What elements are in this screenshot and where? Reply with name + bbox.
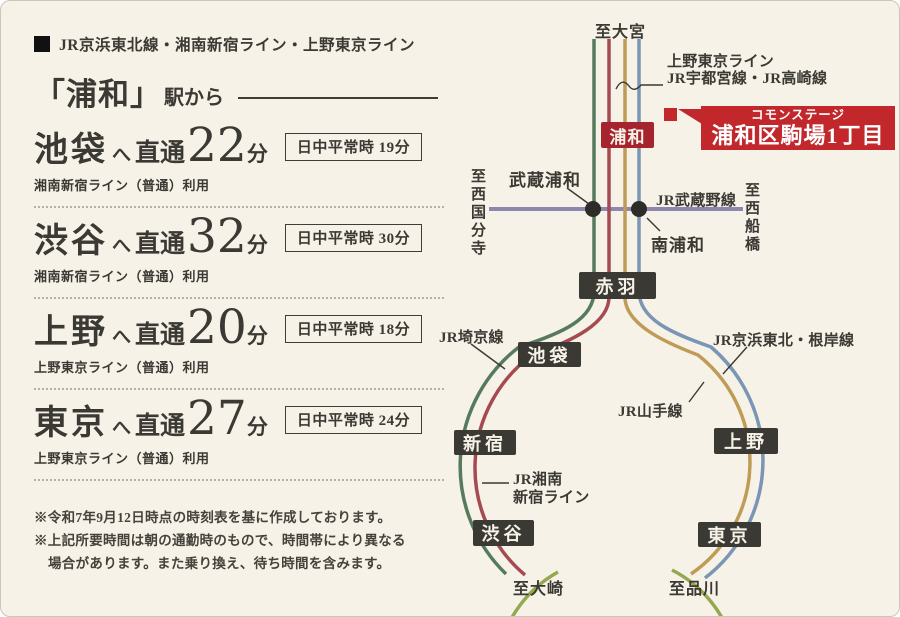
station-box-ueno: 上野 <box>714 428 778 454</box>
station-box-shinjuku: 新宿 <box>454 430 516 455</box>
route-row-shibuya: 渋谷 へ 直通 32 分 日中平常時 30分 湘南新宿ライン（普通）利用 <box>34 213 444 299</box>
saikyo-label-pointer <box>470 343 506 370</box>
route-station: 東京 <box>34 405 108 442</box>
daytime-badge: 日中平常時 30分 <box>284 223 423 252</box>
callout-name: 浦和区駒場1丁目 <box>711 122 885 148</box>
route-minutes-unit: 分 <box>246 324 268 348</box>
route-line-used: 湘南新宿ライン（普通）利用 <box>34 269 210 284</box>
route-line-used: 上野東京ライン（普通）利用 <box>34 360 210 375</box>
dest-osaki: 至大崎 <box>513 581 565 598</box>
panel-header: JR京浜東北線・湘南新宿ライン・上野東京ライン <box>34 33 444 55</box>
station-box-ikebukuro: 池袋 <box>518 342 581 367</box>
station-name-urawa: 「浦和」 <box>34 77 162 112</box>
musashino-line-label: JR武蔵野線 <box>656 193 737 209</box>
route-direct-label: 直通 <box>135 140 186 167</box>
shonan-shinjuku-label-1: JR湘南 <box>513 472 563 488</box>
route-station: 渋谷 <box>34 223 108 260</box>
route-direct-label: 直通 <box>135 231 186 258</box>
dotted-divider <box>34 297 444 299</box>
route-row-ueno: 上野 へ 直通 20 分 日中平常時 18分 上野東京ライン（普通）利用 <box>34 304 444 390</box>
keihin-label-pointer <box>722 346 748 375</box>
footnote-line: ※上記所要時間は朝の通勤時のもので、時間帯により異なる <box>34 532 406 548</box>
route-list: 池袋 へ 直通 22 分 日中平常時 19分 湘南新宿ライン（普通）利用 渋谷 … <box>34 122 444 481</box>
dotted-divider <box>34 206 444 208</box>
station-box-urawa: 浦和 <box>601 122 654 148</box>
line-brace-icon <box>615 81 663 90</box>
route-particle: へ <box>112 236 132 257</box>
route-particle: へ <box>112 145 132 166</box>
daytime-badge: 日中平常時 24分 <box>284 405 423 434</box>
route-direct-label: 直通 <box>135 322 186 349</box>
property-marker-icon <box>664 108 677 121</box>
property-callout: コモンステージ 浦和区駒場1丁目 <box>678 106 895 150</box>
dest-shinagawa: 至品川 <box>669 581 721 598</box>
route-line-used: 湘南新宿ライン（普通）利用 <box>34 178 210 193</box>
callout-pointer-icon <box>678 109 702 124</box>
route-minutes-unit: 分 <box>246 142 268 166</box>
route-row-tokyo: 東京 へ 直通 27 分 日中平常時 24分 上野東京ライン（普通）利用 <box>34 395 444 481</box>
dest-nishifunabashi: 至西船橋 <box>743 182 759 254</box>
shonan-shinjuku-label-2: 新宿ライン <box>513 490 590 506</box>
musashi-urawa-dot <box>585 201 601 217</box>
footnote-line: 場合があります。また乗り換え、待ち時間を含みます。 <box>48 555 391 571</box>
route-minutes: 22 <box>187 118 247 173</box>
dest-nishikokubunji: 至西国分寺 <box>469 168 485 258</box>
from-station-title: 「浦和」 駅から <box>34 69 444 114</box>
keihin-tohoku-negishi-label: JR京浜東北・根岸線 <box>713 333 855 349</box>
saikyo-line-label: JR埼京線 <box>439 330 504 346</box>
yamanote-label-pointer <box>688 381 705 403</box>
daytime-badge: 日中平常時 18分 <box>284 314 423 343</box>
bullet-square-icon <box>34 36 50 52</box>
title-rule <box>238 96 438 99</box>
route-station: 上野 <box>34 314 108 351</box>
route-minutes-unit: 分 <box>246 415 268 439</box>
route-particle: へ <box>112 327 132 348</box>
route-station: 池袋 <box>34 132 108 169</box>
route-minutes: 32 <box>187 209 247 264</box>
footnote-line: ※令和7年9月12日時点の時刻表を基に作成しております。 <box>34 510 392 525</box>
minami-urawa-dot <box>631 201 647 217</box>
route-direct-label: 直通 <box>135 413 186 440</box>
callout-brand: コモンステージ <box>750 108 845 123</box>
station-box-akabane: 赤羽 <box>579 272 656 299</box>
station-label-musashi-urawa: 武蔵浦和 <box>509 171 581 190</box>
route-minutes: 27 <box>187 391 247 446</box>
access-panel: JR京浜東北線・湘南新宿ライン・上野東京ライン 「浦和」 駅から 池袋 へ 直通… <box>34 1 444 576</box>
line-names-title: JR京浜東北線・湘南新宿ライン・上野東京ライン <box>59 37 415 54</box>
yamanote-line-label: JR山手線 <box>618 404 683 420</box>
route-row-ikebukuro: 池袋 へ 直通 22 分 日中平常時 19分 湘南新宿ライン（普通）利用 <box>34 122 444 208</box>
dest-omiya: 至大宮 <box>595 24 647 41</box>
dotted-divider <box>34 479 444 481</box>
route-minutes: 20 <box>187 300 247 355</box>
route-minutes-unit: 分 <box>246 233 268 257</box>
utsunomiya-takasaki-label: JR宇都宮線・JR高崎線 <box>667 71 828 87</box>
station-suffix: 駅から <box>164 87 224 109</box>
station-label-minami-urawa: 南浦和 <box>651 236 705 255</box>
station-box-tokyo: 東京 <box>698 522 761 547</box>
dotted-divider <box>34 388 444 390</box>
daytime-badge: 日中平常時 19分 <box>284 132 423 161</box>
route-particle: へ <box>112 418 132 439</box>
route-line-used: 上野東京ライン（普通）利用 <box>34 451 210 466</box>
minami-urawa-pointer <box>646 217 661 232</box>
ueno-tokyo-line-label: 上野東京ライン <box>667 54 775 70</box>
station-box-shibuya: 渋谷 <box>473 520 534 546</box>
footnotes: ※令和7年9月12日時点の時刻表を基に作成しております。 ※上記所要時間は朝の通… <box>34 507 444 576</box>
